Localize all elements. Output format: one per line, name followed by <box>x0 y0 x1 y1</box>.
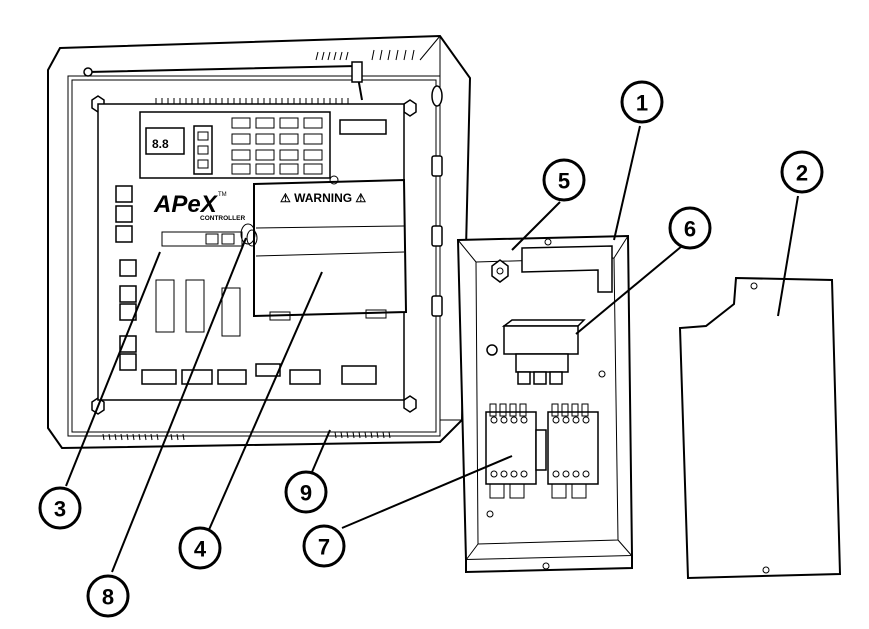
controller-label: CONTROLLER <box>200 215 245 222</box>
callout-2: 2 <box>780 150 824 194</box>
callout-4: 4 <box>178 526 222 570</box>
svg-text:8.8: 8.8 <box>152 137 169 151</box>
warning-label: ⚠ WARNING ⚠ <box>280 191 366 205</box>
warning-cover: ⚠ WARNING ⚠ <box>253 175 408 321</box>
svg-text:4: 4 <box>194 537 207 562</box>
transformer <box>486 319 586 385</box>
callout-1: 1 <box>620 80 664 124</box>
callout-3: 3 <box>38 486 82 530</box>
svg-text:2: 2 <box>796 161 808 186</box>
bottom-vents <box>102 431 391 441</box>
callout-7: 7 <box>302 524 346 568</box>
wire-tie <box>240 223 258 247</box>
callout-6: 6 <box>668 206 712 250</box>
callout-9: 9 <box>284 470 328 514</box>
callout-8: 8 <box>86 574 130 618</box>
contactors <box>485 403 599 499</box>
svg-text:9: 9 <box>300 481 312 506</box>
svg-text:3: 3 <box>54 497 66 522</box>
electrical-subpanel-box <box>456 234 634 574</box>
leader-lines <box>65 125 799 573</box>
svg-text:8: 8 <box>102 585 114 610</box>
svg-text:6: 6 <box>684 217 696 242</box>
svg-text:7: 7 <box>318 535 330 560</box>
trademark-mark: TM <box>218 192 227 198</box>
svg-text:5: 5 <box>558 169 570 194</box>
ground-lug <box>491 259 509 283</box>
apex-logo: APeX <box>153 191 219 218</box>
cover-plate <box>678 276 842 580</box>
callout-5: 5 <box>542 158 586 202</box>
top-vents <box>315 49 415 61</box>
svg-text:1: 1 <box>636 91 648 116</box>
